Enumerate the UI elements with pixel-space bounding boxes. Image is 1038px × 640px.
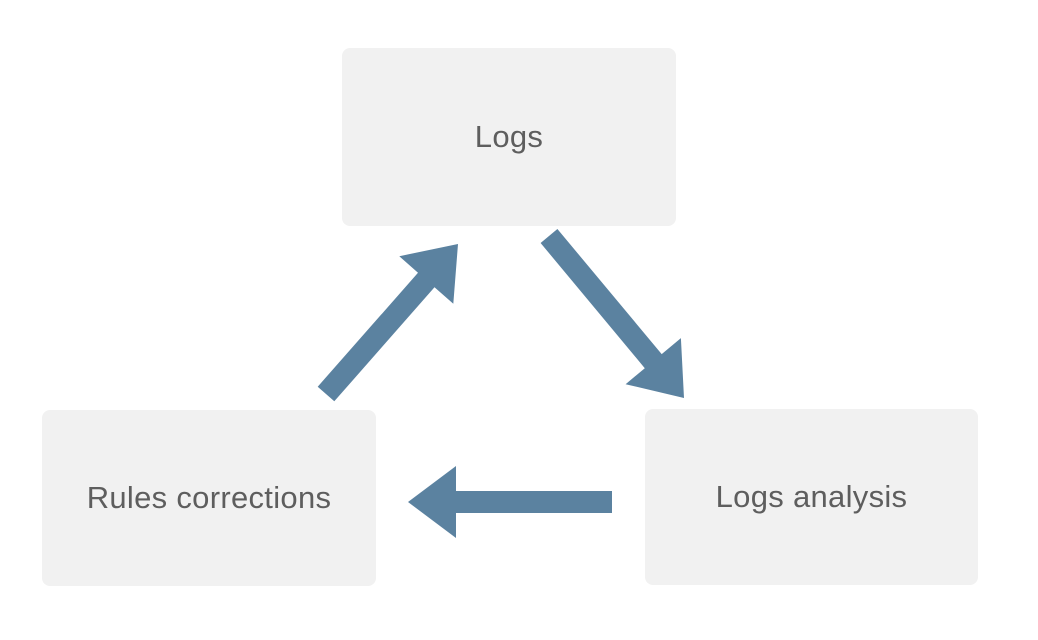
node-logs-analysis: Logs analysis — [645, 409, 978, 585]
arrow-logs-analysis-to-rules-corrections — [408, 466, 612, 538]
node-logs: Logs — [342, 48, 676, 226]
arrow-rules-corrections-to-logs — [317, 244, 458, 402]
node-logs-label: Logs — [474, 119, 544, 154]
arrow-logs-to-logs-analysis — [540, 229, 684, 398]
node-logs-analysis-label: Logs analysis — [715, 479, 908, 514]
node-rules-corrections: Rules corrections — [42, 410, 376, 586]
node-rules-corrections-label: Rules corrections — [86, 480, 332, 515]
